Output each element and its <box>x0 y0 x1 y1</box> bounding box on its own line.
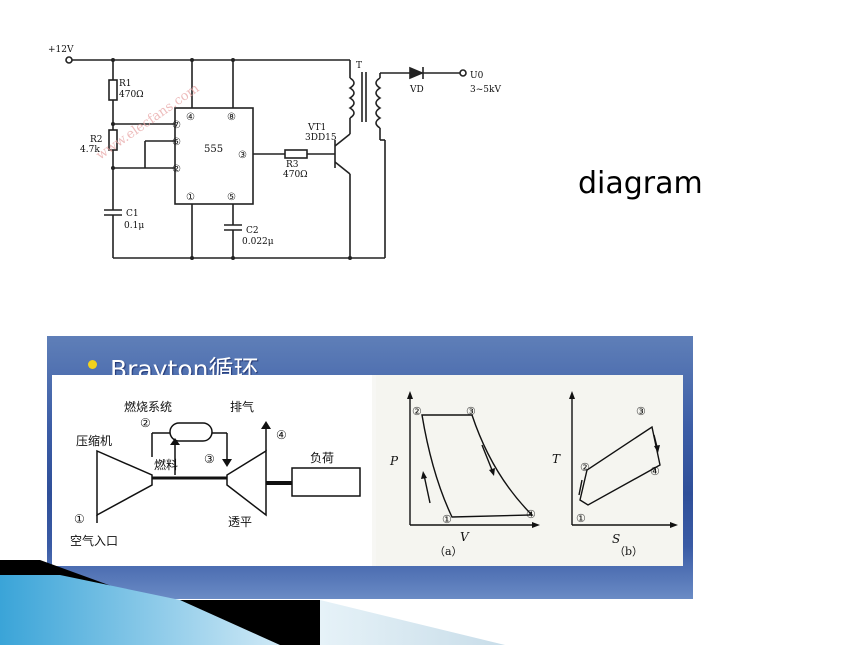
resistor-r1 <box>108 79 118 101</box>
pv-point-2: ② <box>412 405 422 418</box>
point-3-label: ③ <box>204 452 215 466</box>
ts-point-3: ③ <box>636 405 646 418</box>
load-box <box>291 467 361 497</box>
air-inlet-label: 空气入口 <box>70 533 118 548</box>
transistor-name: VT1 <box>307 123 326 133</box>
ts-point-4: ④ <box>650 465 660 478</box>
supply-terminal <box>65 56 73 64</box>
point-4-label: ④ <box>276 428 287 442</box>
ts-arrow-2 <box>653 434 658 448</box>
transformer-primary <box>348 77 355 119</box>
transformer-label: T <box>356 61 362 71</box>
pv-v-label: V <box>460 530 470 544</box>
r2-name: R2 <box>90 135 103 145</box>
load-label: 负荷 <box>310 451 334 465</box>
r1-value: 470Ω <box>119 90 144 100</box>
output-name: U0 <box>470 71 484 81</box>
combustion-label: 燃烧系统 <box>124 399 172 414</box>
output-terminal <box>459 69 467 77</box>
output-value: 3~5kV <box>470 85 501 95</box>
ic-label: 555 <box>204 144 223 155</box>
supply-label: +12V <box>48 45 74 55</box>
r3-value: 470Ω <box>283 170 308 180</box>
ts-t-label: T <box>552 452 561 466</box>
pv-point-4: ④ <box>526 508 536 521</box>
transistor-part: 3DD15 <box>305 133 337 143</box>
pin-8-label: ⑧ <box>227 112 236 123</box>
pin-5-label: ⑤ <box>227 192 236 203</box>
ts-arrow-1 <box>578 479 583 496</box>
pin-1-label: ① <box>186 192 195 203</box>
transformer-secondary <box>375 77 382 129</box>
pin-2-label: ② <box>172 164 181 175</box>
pv-point-1: ① <box>442 513 452 526</box>
diode-vd <box>409 66 425 80</box>
r2-value: 4.7k <box>80 145 100 155</box>
pin-4-label: ④ <box>186 112 195 123</box>
c1-name: C1 <box>126 209 139 219</box>
c2-name: C2 <box>246 226 259 236</box>
ts-point-1: ① <box>576 512 586 525</box>
ts-s-label: S <box>612 532 620 546</box>
pv-arrow-2 <box>481 444 493 471</box>
circuit-diagram: +12V R1 470Ω R2 4.7k C1 0.1μ C2 0.022μ R… <box>48 45 501 260</box>
pin-3-label: ③ <box>238 150 247 161</box>
compressor-label: 压缩机 <box>76 433 112 448</box>
exhaust-label: 排气 <box>230 399 254 414</box>
brayton-cycle-diagram: 燃烧系统 压缩机 燃料 排气 负荷 透平 空气入口 ② ③ ④ ① P V （a… <box>52 375 683 566</box>
point-2-label: ② <box>140 416 151 430</box>
r3-name: R3 <box>286 160 299 170</box>
slide-side-label: diagram <box>578 166 703 201</box>
pin-7-label: ⑦ <box>172 120 181 131</box>
ic-555 <box>174 107 254 205</box>
pv-cycle-curve <box>421 414 534 518</box>
compressor-shape <box>96 449 153 517</box>
combustion-chamber <box>169 422 213 442</box>
pv-caption: （a） <box>434 545 463 558</box>
c1-value: 0.1μ <box>124 221 144 231</box>
turbine-label: 透平 <box>228 515 252 529</box>
c2-value: 0.022μ <box>242 237 274 247</box>
resistor-r3 <box>284 149 308 159</box>
pin-6-label: ⑥ <box>172 137 181 148</box>
pv-p-label: P <box>389 454 399 468</box>
point-1-label: ① <box>74 512 85 526</box>
r1-name: R1 <box>119 79 132 89</box>
fuel-label: 燃料 <box>154 457 178 472</box>
ts-caption: （b） <box>614 545 643 558</box>
turbine-shape <box>226 449 267 517</box>
diode-label: VD <box>409 85 424 95</box>
decorative-swoosh <box>0 560 505 645</box>
bullet-icon <box>88 360 97 369</box>
ts-point-2: ② <box>580 461 590 474</box>
pv-arrow-1 <box>423 474 431 504</box>
pv-point-3: ③ <box>466 405 476 418</box>
